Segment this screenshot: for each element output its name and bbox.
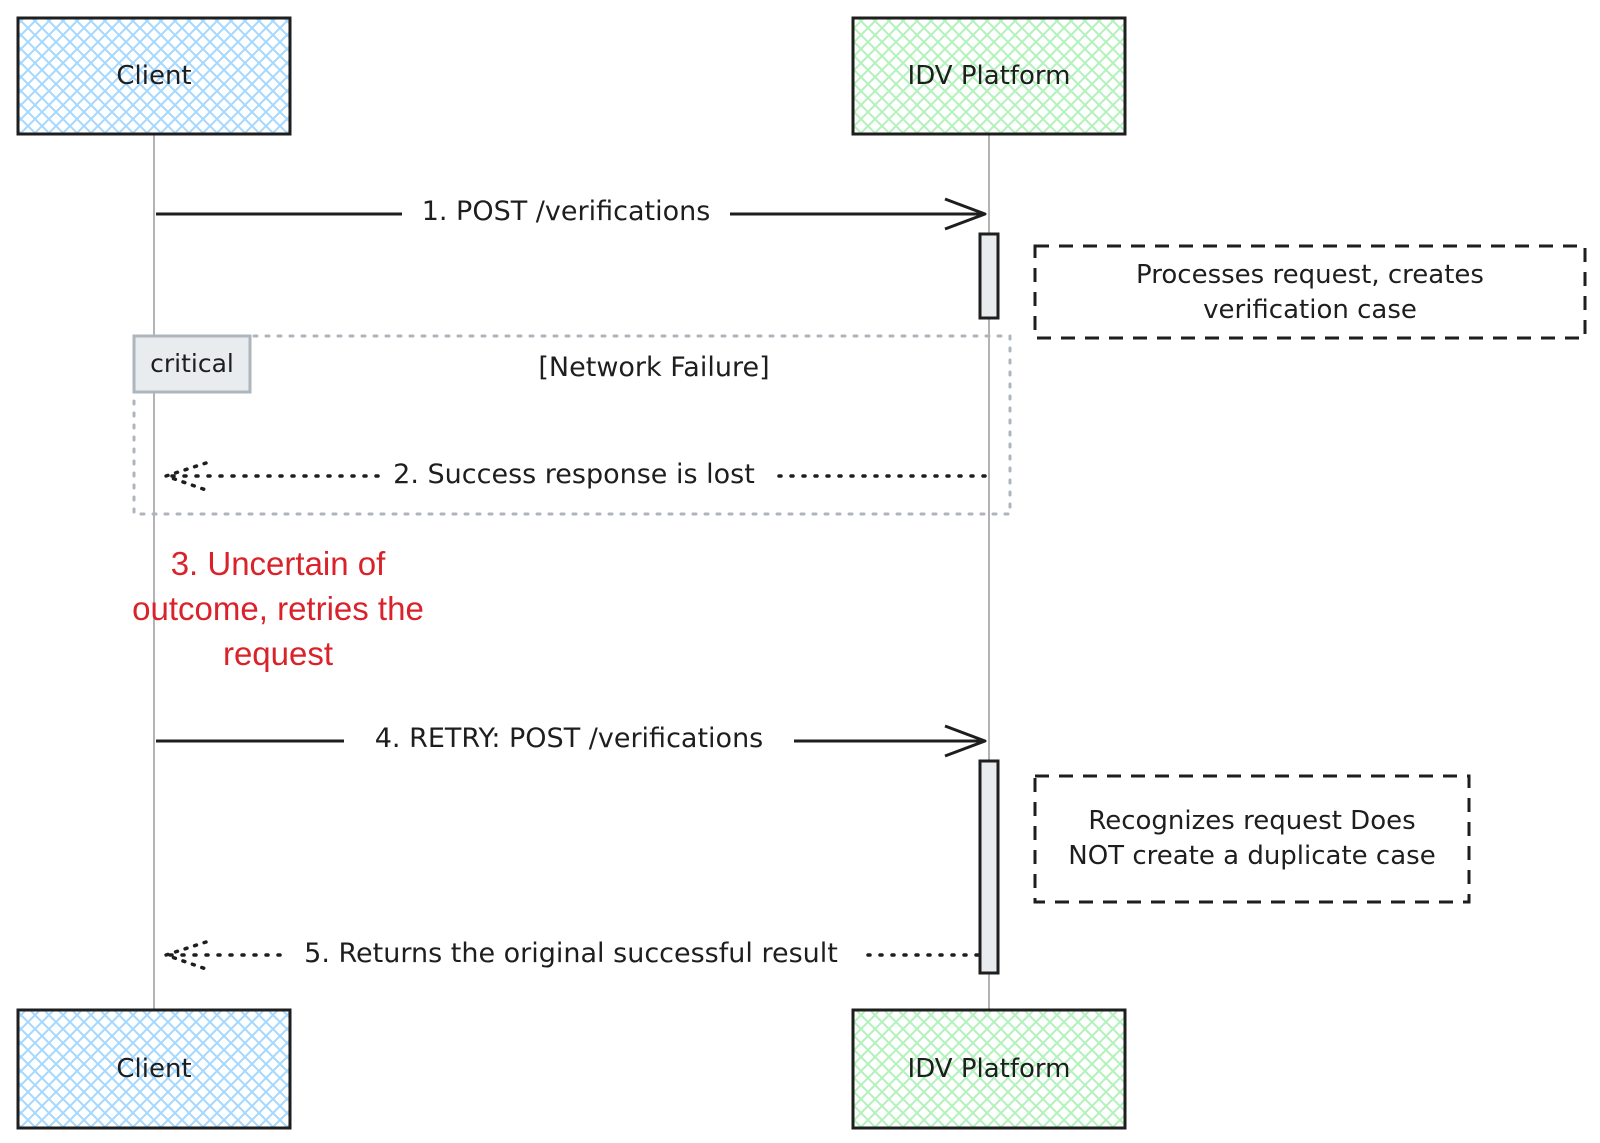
message-1: 1. POST /verifications [156,196,987,231]
message-5: 5. Returns the original successful resul… [160,938,980,971]
client-note-line-2: outcome, retries the [132,590,424,627]
client-note-line-3: request [223,635,333,672]
idv-actor-top-label: IDV Platform [908,61,1071,91]
note-recognizes-request: Recognizes request Does NOT create a dup… [1033,774,1471,904]
client-actor-bottom[interactable]: Client [16,1008,292,1130]
activation-bar-2 [978,759,1000,975]
message-2-label: 2. Success response is lost [393,459,755,490]
client-actor-top-label: Client [116,61,191,91]
message-1-label: 1. POST /verifications [422,196,711,227]
message-2: 2. Success response is lost [160,459,987,492]
client-actor-top[interactable]: Client [16,16,292,136]
message-4: 4. RETRY: POST /verifications [156,723,987,758]
note-processes-request: Processes request, creates verification … [1033,244,1587,340]
note-2-line-1: Recognizes request Does [1088,806,1415,836]
critical-fragment: critical [Network Failure] [132,334,1012,516]
note-1-line-2: verification case [1203,295,1417,325]
idv-actor-top[interactable]: IDV Platform [851,16,1127,136]
client-actor-bottom-label: Client [116,1054,191,1084]
activation-bar-1 [978,232,1000,320]
note-1-line-1: Processes request, creates [1136,260,1484,290]
critical-condition: [Network Failure] [538,352,769,383]
idv-actor-bottom[interactable]: IDV Platform [851,1008,1127,1130]
critical-tag-box [132,334,252,394]
client-retry-note: 3. Uncertain of outcome, retries the req… [132,545,424,672]
client-note-line-1: 3. Uncertain of [171,545,386,582]
message-4-label: 4. RETRY: POST /verifications [375,723,764,754]
idv-actor-bottom-label: IDV Platform [908,1054,1071,1084]
critical-tag-label: critical [150,349,234,378]
note-2-line-2: NOT create a duplicate case [1068,841,1435,871]
message-5-label: 5. Returns the original successful resul… [304,938,838,969]
